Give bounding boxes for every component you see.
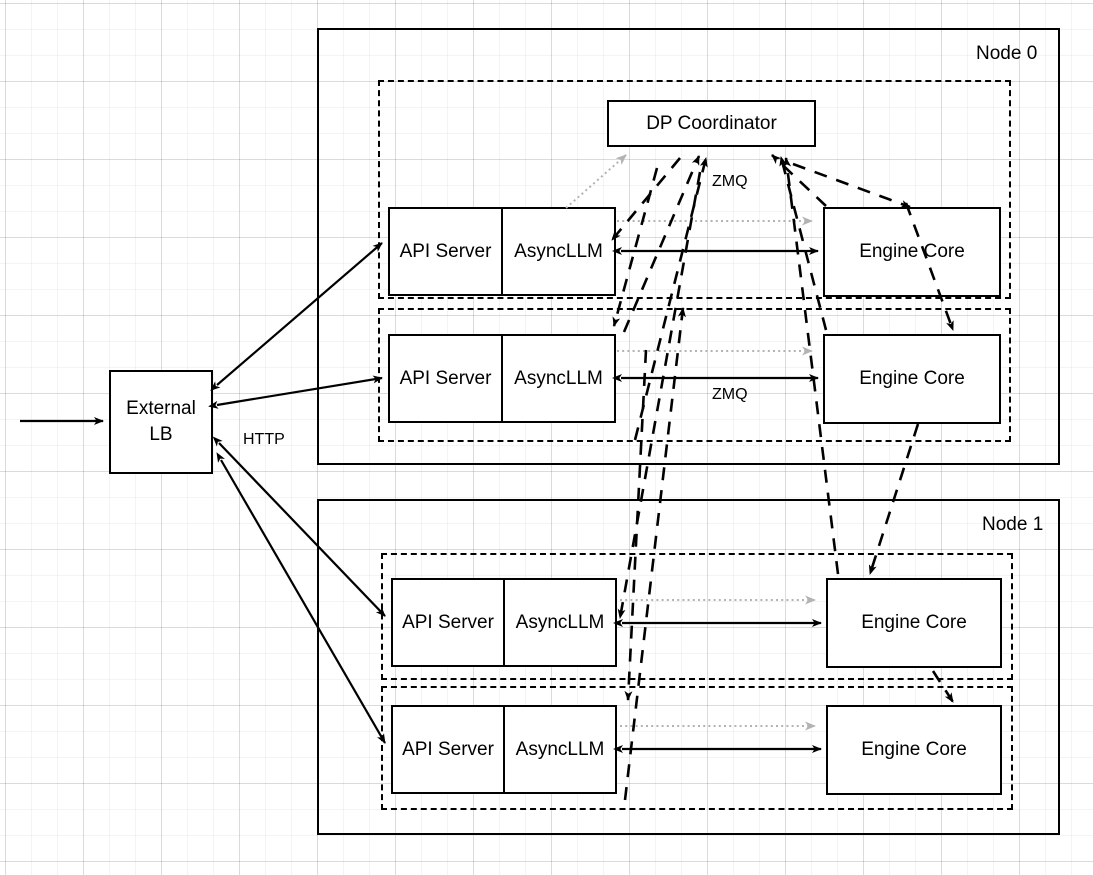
- node-1-group-1-api-server-box[interactable]: API Server AsyncLLM: [391, 705, 617, 794]
- external-lb-line-1: External: [126, 398, 196, 420]
- node-1-group-1-engine-core[interactable]: Engine Core: [826, 705, 1002, 795]
- node-1-group-1: [381, 686, 1013, 810]
- http-label: HTTP: [243, 431, 285, 448]
- node-0-group-1-engine-core[interactable]: Engine Core: [823, 334, 1001, 424]
- async-llm-label: AsyncLLM: [515, 738, 605, 760]
- dp-coordinator-box[interactable]: DP Coordinator: [607, 100, 816, 147]
- node-1-label: Node 1: [982, 514, 1044, 535]
- external-lb-box[interactable]: External LB: [109, 370, 213, 474]
- node-0-group-0-engine-core[interactable]: Engine Core: [823, 207, 1001, 297]
- async-llm-label: AsyncLLM: [514, 367, 603, 389]
- zmq-label-middle: ZMQ: [712, 386, 748, 403]
- external-lb-line-2: LB: [149, 424, 173, 445]
- api-server-label: API Server: [390, 336, 503, 421]
- node-1-group-0-engine-core[interactable]: Engine Core: [826, 578, 1002, 668]
- zmq-label-top: ZMQ: [712, 173, 748, 190]
- async-llm-label: AsyncLLM: [514, 240, 603, 262]
- node-0-group-0-api-server-box[interactable]: API Server AsyncLLM: [388, 207, 616, 296]
- external-lb-label: External LB: [126, 396, 196, 447]
- async-llm-label: AsyncLLM: [515, 611, 605, 633]
- api-server-label: API Server: [390, 209, 503, 294]
- node-1-group-0-api-server-box[interactable]: API Server AsyncLLM: [391, 578, 617, 667]
- api-server-label: API Server: [393, 707, 505, 792]
- node-0-label: Node 0: [976, 43, 1038, 64]
- api-server-label: API Server: [393, 580, 505, 665]
- node-0-group-1-api-server-box[interactable]: API Server AsyncLLM: [388, 334, 616, 423]
